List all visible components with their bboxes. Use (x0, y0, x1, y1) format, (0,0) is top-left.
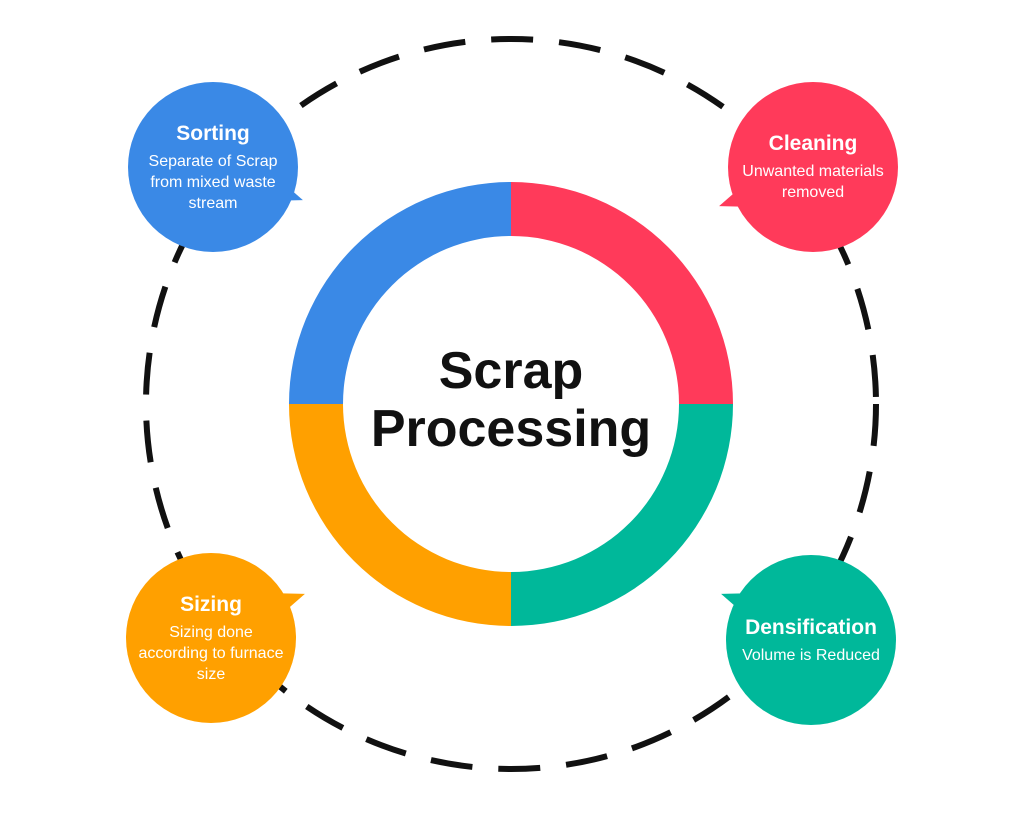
sizing-bubble: Sizing Sizing done according to furnace … (126, 553, 296, 723)
center-title: Scrap Processing (341, 330, 681, 470)
cleaning-description: Unwanted materials removed (742, 163, 884, 201)
ring-segment-densification (511, 404, 733, 626)
sizing-description: Sizing done according to furnace size (138, 623, 284, 683)
densification-title: Densification (745, 615, 877, 639)
donut-ring (289, 182, 733, 626)
sizing-title: Sizing (180, 592, 242, 616)
center-title-line1: Scrap (438, 342, 584, 400)
dashed-orbit-circle (143, 36, 879, 772)
sorting-description: Separate of Scrap from mixed waste strea… (148, 152, 278, 212)
densification-description: Volume is Reduced (742, 646, 880, 664)
densification-bubble: Densification Volume is Reduced (726, 555, 896, 725)
ring-segment-sorting (289, 182, 511, 404)
cleaning-title: Cleaning (768, 132, 858, 155)
cleaning-bubble: Cleaning Unwanted materials removed (728, 82, 898, 252)
sorting-bubble: Sorting Separate of Scrap from mixed was… (128, 82, 298, 252)
center-title-line2: Processing (370, 400, 652, 458)
sorting-title: Sorting (176, 121, 250, 145)
ring-segment-cleaning (511, 182, 733, 404)
ring-segment-sizing (289, 404, 511, 626)
